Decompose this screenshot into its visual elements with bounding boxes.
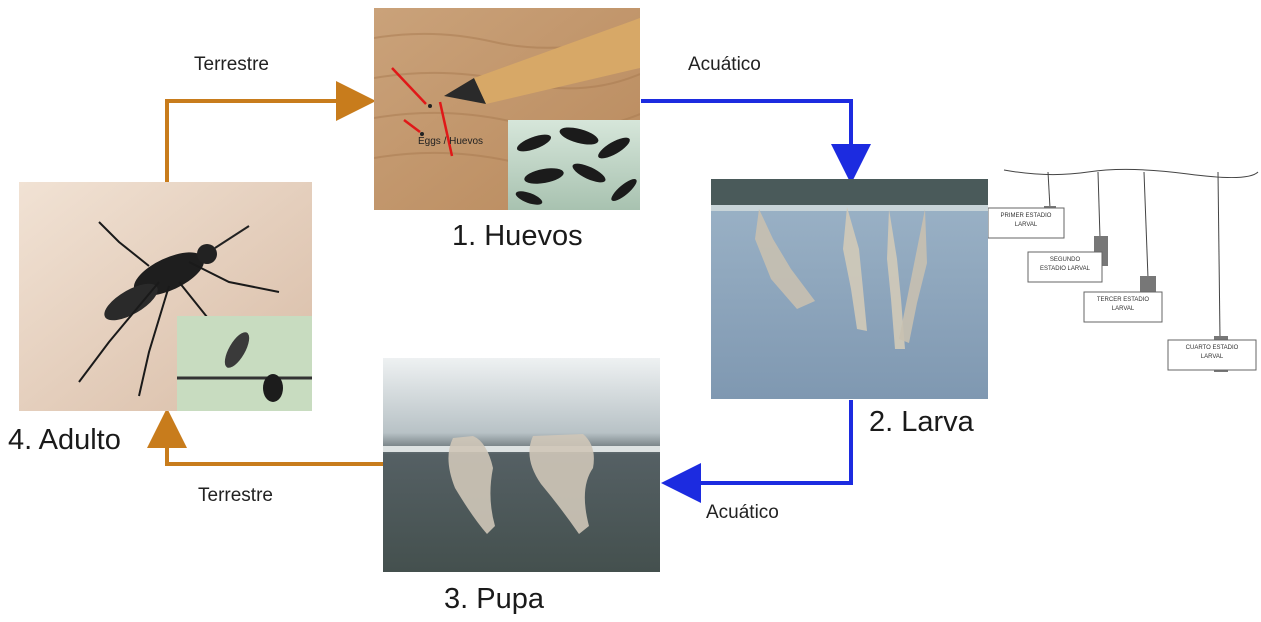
instar-2-label: SEGUNDO ESTADIO LARVAL [1030, 256, 1100, 274]
arrow-huevos-larva [641, 101, 851, 176]
stage-label-adulto: 4. Adulto [8, 424, 121, 457]
instar-4-label: CUARTO ESTADIO LARVAL [1170, 344, 1254, 362]
arrow-larva-pupa [669, 400, 851, 483]
instar-2-line-2: ESTADIO LARVAL [1030, 265, 1100, 274]
adulto-photo [19, 182, 312, 411]
larva-photo [711, 179, 988, 399]
edge-label-larva-pupa: Acuático [706, 502, 779, 524]
stage-label-larva: 2. Larva [869, 406, 974, 439]
instar-1-line-1: PRIMER ESTADIO [990, 212, 1062, 221]
instar-1-label: PRIMER ESTADIO LARVAL [990, 212, 1062, 230]
pupa-photo [383, 358, 660, 572]
instar-4-line-2: LARVAL [1170, 353, 1254, 362]
edge-label-huevos-larva: Acuático [688, 54, 761, 76]
edge-label-adulto-huevos: Terrestre [194, 54, 269, 76]
instar-4-line-1: CUARTO ESTADIO [1170, 344, 1254, 353]
instar-3-label: TERCER ESTADIO LARVAL [1086, 296, 1160, 314]
arrow-adulto-huevos [167, 101, 368, 182]
stage-label-huevos: 1. Huevos [452, 220, 583, 253]
instar-2-line-1: SEGUNDO [1030, 256, 1100, 265]
arrow-pupa-adulto [167, 416, 383, 464]
instar-1-line-2: LARVAL [990, 221, 1062, 230]
larval-instars-drawing: PRIMER ESTADIO LARVAL SEGUNDO ESTADIO LA… [988, 168, 1261, 374]
eggs-caption: Eggs / Huevos [418, 136, 483, 147]
eggs-photo: Eggs / Huevos [374, 8, 640, 210]
stage-label-pupa: 3. Pupa [444, 583, 544, 616]
instar-3-line-2: LARVAL [1086, 305, 1160, 314]
edge-label-pupa-adulto: Terrestre [198, 485, 273, 507]
instar-3-line-1: TERCER ESTADIO [1086, 296, 1160, 305]
